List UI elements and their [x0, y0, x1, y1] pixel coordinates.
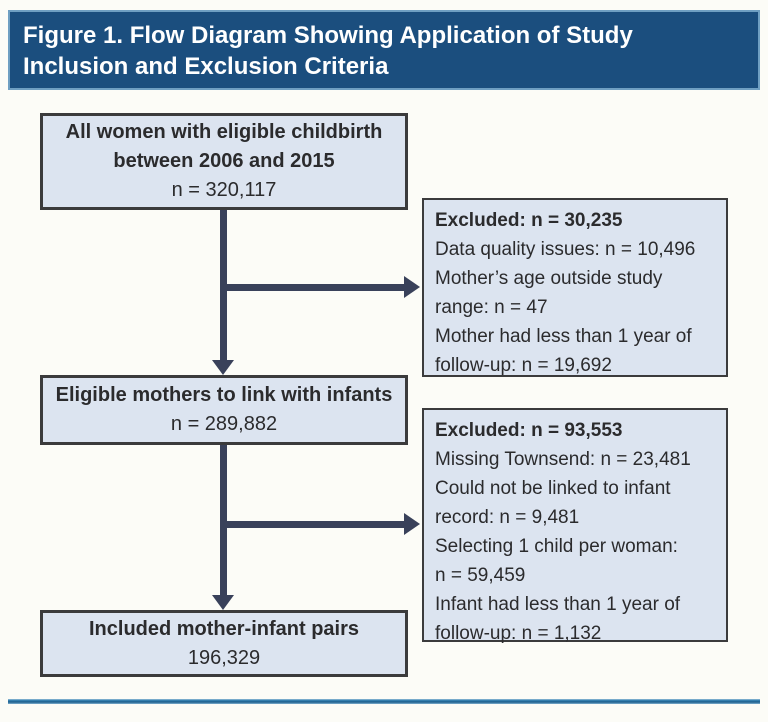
flow-box-all-women-title-line-2: between 2006 and 2015	[113, 150, 335, 172]
figure-title-line-1: Figure 1. Flow Diagram Showing Applicati…	[23, 22, 633, 49]
exclusion-box-1-item: Mother had less than 1 year of follow-up…	[435, 326, 692, 376]
arrow-right-icon	[404, 513, 420, 535]
arrow-down-icon	[212, 360, 234, 375]
exclusion-box-1: Excluded: n = 30,235 Data quality issues…	[422, 198, 728, 377]
connector-vertical-2	[220, 445, 227, 596]
bottom-rule	[8, 699, 760, 704]
connector-branch-1	[220, 284, 404, 291]
exclusion-box-2-item: Infant had less than 1 year of follow-up…	[435, 594, 681, 644]
flow-box-eligible-mothers-count: n = 289,882	[170, 413, 278, 435]
flow-box-included-pairs-title: Included mother-infant pairs	[88, 617, 360, 640]
flow-box-eligible-mothers: Eligible mothers to link with infants n …	[40, 375, 408, 445]
exclusion-box-2-item: Missing Townsend: n = 23,481	[435, 449, 691, 470]
exclusion-box-2: Excluded: n = 93,553 Missing Townsend: n…	[422, 408, 728, 644]
flow-box-all-women-count: n = 320,117	[171, 179, 277, 201]
figure-title-banner: Figure 1. Flow Diagram Showing Applicati…	[8, 10, 760, 90]
flow-box-included-pairs-count: 196,329	[187, 646, 261, 669]
figure-title-line-2: Inclusion and Exclusion Criteria	[23, 53, 389, 80]
arrow-down-icon	[212, 595, 234, 610]
connector-branch-2	[220, 521, 404, 528]
exclusion-box-1-item: Mother’s age outside study range: n = 47	[435, 268, 663, 318]
exclusion-box-1-item: Data quality issues: n = 10,496	[435, 239, 696, 260]
exclusion-box-2-item: Could not be linked to infant record: n …	[435, 478, 671, 528]
flow-box-eligible-mothers-title: Eligible mothers to link with infants	[55, 384, 393, 406]
flow-box-all-women-title-line-1: All women with eligible childbirth	[65, 121, 383, 143]
flow-box-all-women: All women with eligible childbirth betwe…	[40, 113, 408, 210]
arrow-right-icon	[404, 276, 420, 298]
flow-box-included-pairs: Included mother-infant pairs 196,329	[40, 610, 408, 677]
exclusion-box-1-header: Excluded: n = 30,235	[435, 210, 623, 231]
exclusion-box-2-item: Selecting 1 child per woman: n = 59,459	[435, 536, 678, 586]
exclusion-box-2-header: Excluded: n = 93,553	[435, 420, 623, 441]
